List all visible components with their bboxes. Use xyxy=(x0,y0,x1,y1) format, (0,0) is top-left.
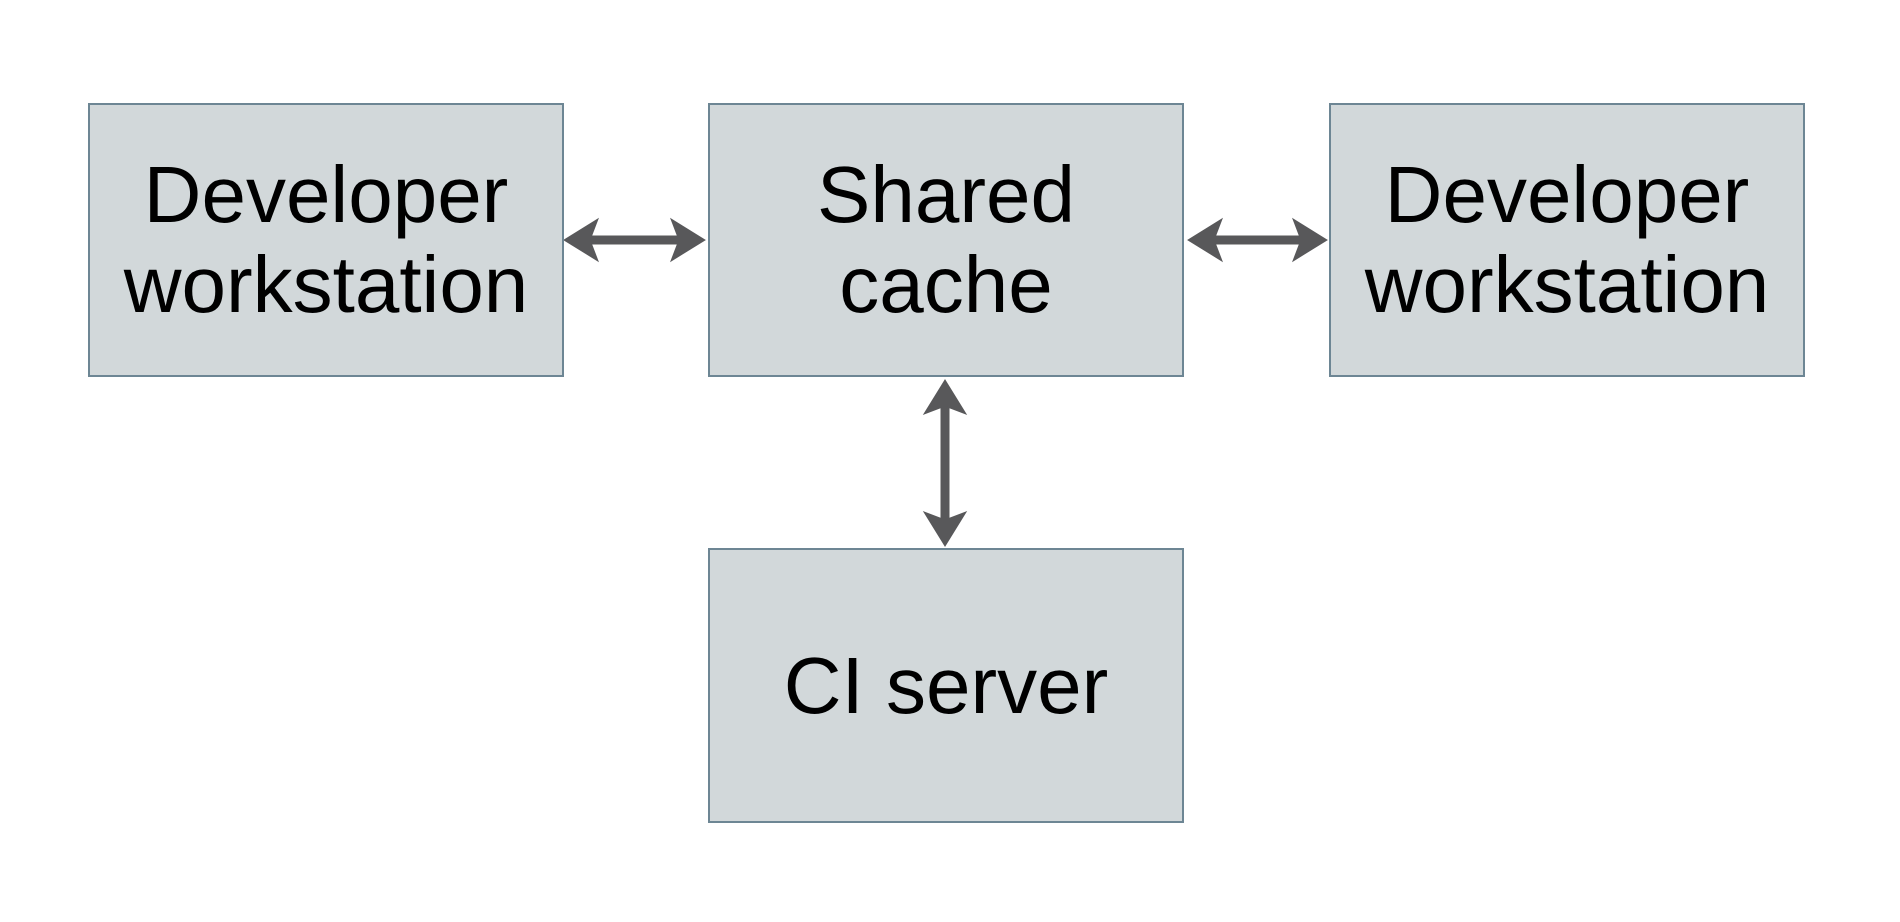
node-label-line: Developer xyxy=(1384,150,1750,240)
node-label-line: cache xyxy=(839,240,1053,329)
node-ci-server: CI server xyxy=(708,548,1184,823)
node-shared-cache: Shared cache xyxy=(708,103,1184,377)
bidirectional-arrow-left-to-cache xyxy=(563,217,706,263)
node-label-line: CI server xyxy=(783,640,1109,730)
node-label-line: Developer xyxy=(143,150,509,240)
bidirectional-arrow-cache-to-right xyxy=(1187,217,1328,263)
node-label-line: Shared xyxy=(817,150,1075,240)
bidirectional-arrow-cache-to-ci xyxy=(922,379,968,547)
node-label-line: workstation xyxy=(123,240,529,329)
node-developer-workstation-right: Developer workstation xyxy=(1329,103,1805,377)
node-label-line: workstation xyxy=(1364,240,1770,329)
node-developer-workstation-left: Developer workstation xyxy=(88,103,564,377)
